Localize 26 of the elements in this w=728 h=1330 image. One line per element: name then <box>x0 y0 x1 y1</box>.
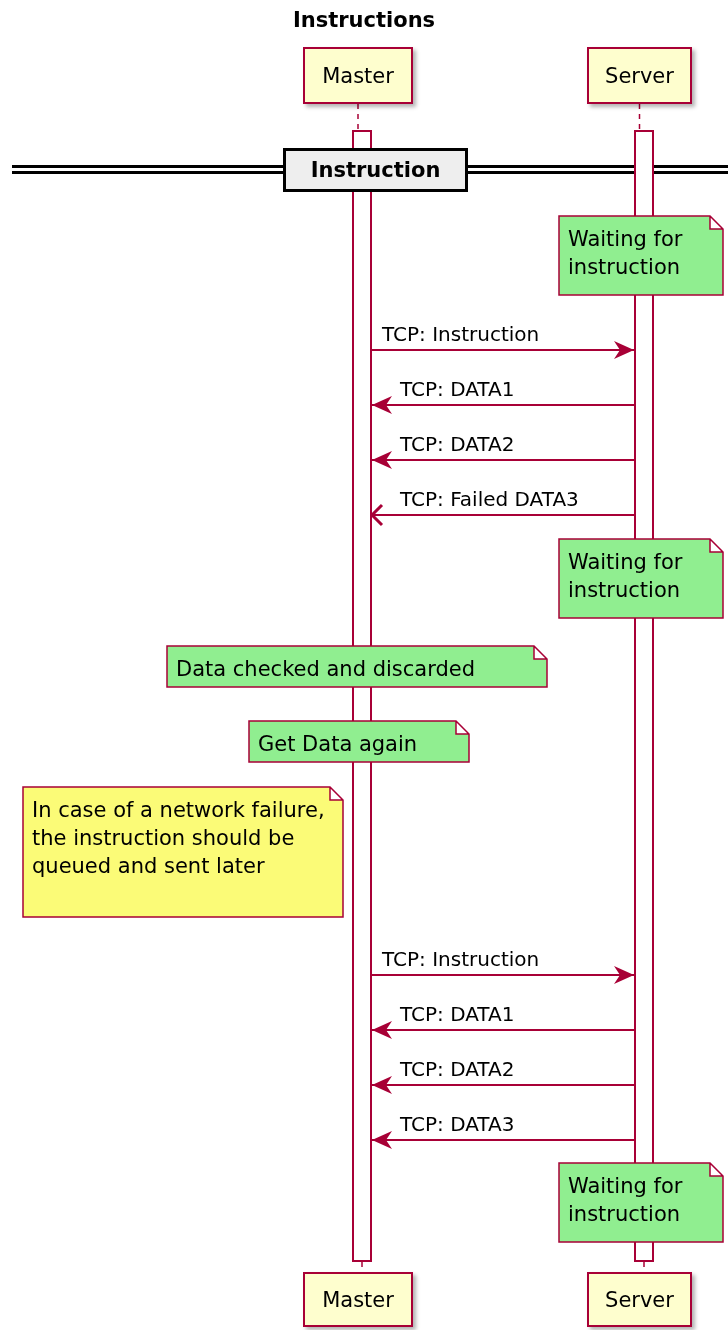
message-arrow <box>371 396 635 414</box>
message-arrow <box>371 451 635 469</box>
message-arrow <box>371 1131 635 1149</box>
participant-box: Master <box>303 1272 413 1327</box>
note-text: Waiting for instruction <box>568 1174 683 1226</box>
lifeline <box>357 103 359 131</box>
note <box>166 645 548 688</box>
note-text: Get Data again <box>258 732 418 756</box>
participant-box: Server <box>587 47 692 104</box>
participant-box: Server <box>587 1272 692 1327</box>
message-arrow <box>371 1021 635 1039</box>
note <box>22 786 344 918</box>
note <box>558 215 724 296</box>
note-text: Waiting for instruction <box>568 550 683 602</box>
note-text: Waiting for instruction <box>568 227 683 279</box>
note-text: In case of a network failure, the instruction should be queued and sent later <box>32 798 325 878</box>
participant-box: Master <box>303 47 413 104</box>
message-arrow <box>371 1076 635 1094</box>
lifeline <box>638 103 641 131</box>
diagram-title: Instructions <box>291 8 437 32</box>
note <box>558 1162 724 1243</box>
message-arrow <box>371 341 635 359</box>
note <box>558 538 724 619</box>
note-text: Data checked and discarded <box>176 657 476 681</box>
note <box>248 720 470 763</box>
message-arrow <box>371 966 635 984</box>
